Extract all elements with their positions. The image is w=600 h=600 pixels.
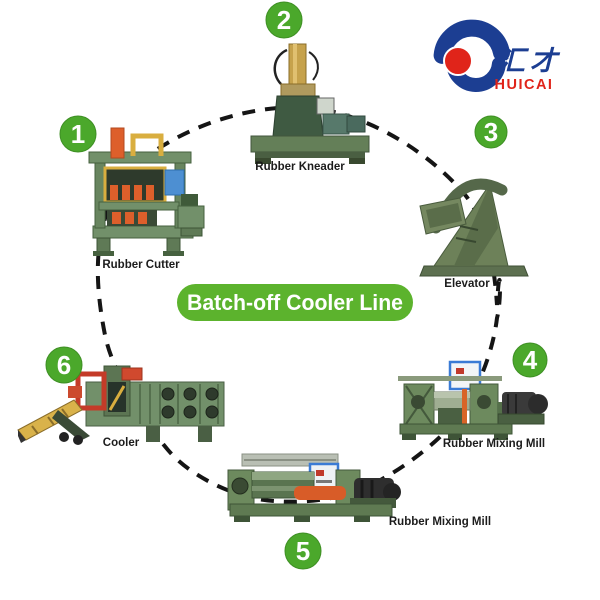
- rubber-cutter-illustration: [88, 127, 205, 256]
- station-badge-5: 5: [284, 532, 322, 570]
- svg-text:1: 1: [71, 119, 85, 149]
- cutter-control-box: [164, 169, 185, 196]
- rubber-mixing-mill-5-illustration: [227, 453, 401, 522]
- cooler-fan: [205, 405, 219, 419]
- station-badge-1: 1: [59, 115, 97, 153]
- station-label-rubber-mixing-mill-5: Rubber Mixing Mill: [389, 516, 491, 528]
- station-badge-3: 3: [474, 115, 508, 149]
- kneader-hopper: [288, 43, 307, 87]
- diagram-title: Batch-off Cooler Line: [187, 290, 403, 315]
- station-badge-6: 6: [45, 346, 83, 384]
- cooler-top-box: [121, 367, 143, 381]
- station-label-rubber-cutter: Rubber Cutter: [102, 259, 180, 271]
- mill-motor: [502, 392, 536, 416]
- rubber-mixing-mill-4-illustration: [398, 360, 548, 440]
- cutter-frame: [130, 133, 164, 156]
- station-badge-4: 4: [512, 342, 548, 378]
- huicai-logo: 汇才 HUICAI: [433, 19, 562, 93]
- cooler-fan: [183, 387, 197, 401]
- rubber-kneader-illustration: [250, 43, 370, 164]
- cutter-cylinder: [110, 127, 125, 159]
- brand-name-latin: HUICAI: [495, 77, 554, 93]
- mill-feed-pipe: [462, 389, 467, 425]
- mill-control-panel: [448, 360, 482, 391]
- cooler-fan: [183, 405, 197, 419]
- cooler-fan: [161, 405, 175, 419]
- station-label-cooler: Cooler: [103, 437, 140, 449]
- cooler-fan: [161, 387, 175, 401]
- station-label-elevator: Elevator: [444, 278, 490, 290]
- svg-text:6: 6: [57, 350, 71, 380]
- station-badge-2: 2: [265, 1, 303, 39]
- cooler-illustration: [17, 365, 225, 445]
- station-label-rubber-mixing-mill-4: Rubber Mixing Mill: [443, 438, 545, 450]
- brand-name-chinese: 汇才: [498, 46, 562, 76]
- svg-text:4: 4: [523, 345, 538, 375]
- huicai-logo-mark-icon: [433, 19, 510, 92]
- svg-text:5: 5: [296, 536, 310, 566]
- svg-text:2: 2: [277, 5, 291, 35]
- mill-drive-shaft: [294, 486, 346, 500]
- title-banner: Batch-off Cooler Line: [177, 284, 413, 321]
- station-label-rubber-kneader: Rubber Kneader: [255, 161, 345, 173]
- svg-text:3: 3: [484, 117, 498, 147]
- cooler-fan: [205, 387, 219, 401]
- elevator-illustration: [419, 178, 529, 277]
